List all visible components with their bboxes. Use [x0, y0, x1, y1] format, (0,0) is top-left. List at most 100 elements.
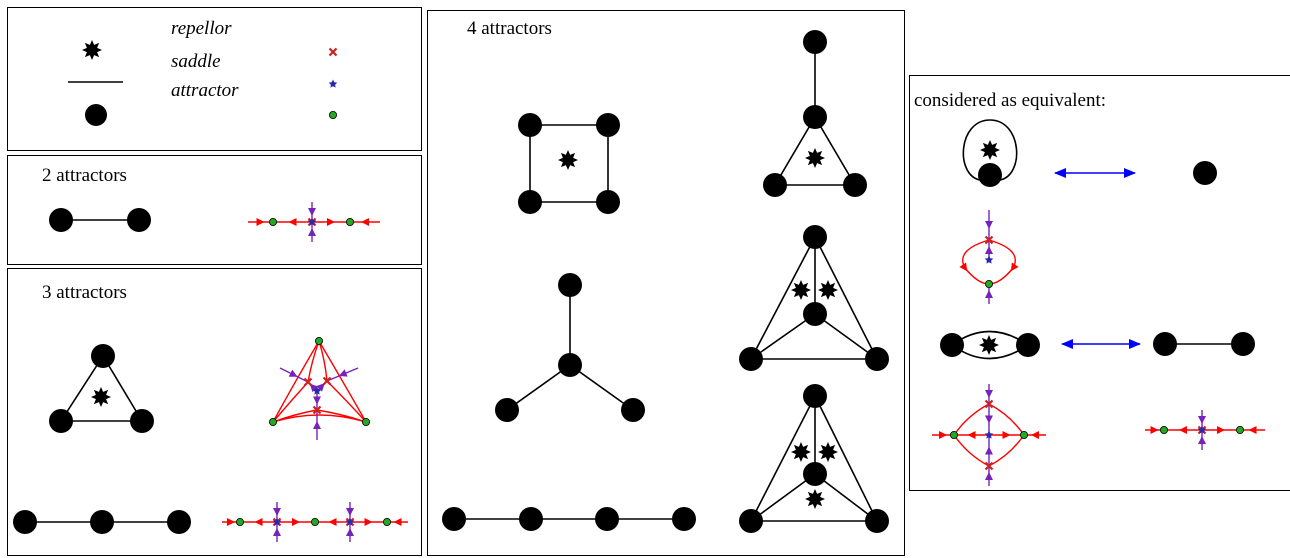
- legend-label-saddle: saddle: [171, 51, 221, 72]
- saddle-marker: [307, 217, 317, 226]
- attractor-node: [91, 344, 115, 368]
- saddle-edge: [569, 364, 634, 411]
- attractor-node: [49, 208, 73, 232]
- attractor-marker: [985, 279, 994, 288]
- attractor-node: [596, 190, 620, 214]
- flow-curve: [272, 414, 367, 423]
- repellor-marker: [322, 376, 332, 386]
- saddle-edge: [506, 364, 571, 411]
- attractor-marker: [1236, 425, 1245, 434]
- attractor-marker: [235, 518, 244, 527]
- attractor-node: [865, 347, 889, 371]
- attractor-node: [803, 462, 827, 486]
- attractor-node: [763, 173, 787, 197]
- attractor-node: [739, 347, 763, 371]
- saddle-marker: [328, 79, 338, 88]
- attractor-node: [518, 190, 542, 214]
- saddle-marker: [984, 430, 994, 439]
- attractor-node: [558, 353, 582, 377]
- repellor-node: [791, 442, 811, 462]
- attractor-marker: [382, 518, 391, 527]
- saddle-marker: [312, 386, 322, 395]
- attractor-node: [595, 507, 619, 531]
- attractor-node: [1016, 333, 1040, 357]
- saddle-edge: [814, 313, 878, 360]
- saddle-edge: [750, 236, 816, 360]
- flow-curve: [988, 403, 1025, 436]
- attractor-marker: [268, 217, 277, 226]
- saddle-marker: [272, 517, 282, 526]
- stable-flow: [279, 367, 309, 383]
- flow-curve: [953, 434, 990, 467]
- four-attractors-title: 4 attractors: [467, 18, 552, 39]
- attractor-marker: [1160, 425, 1169, 434]
- attractor-node: [843, 173, 867, 197]
- repellor-node: [82, 40, 102, 60]
- saddle-edge: [814, 116, 856, 186]
- attractor-node: [803, 30, 827, 54]
- attractor-node: [13, 510, 37, 534]
- attractor-node: [803, 384, 827, 408]
- repellor-marker: [312, 405, 322, 415]
- attractor-marker: [950, 430, 959, 439]
- attractor-node: [978, 163, 1002, 187]
- flow-curve: [272, 340, 320, 423]
- flow-curve: [959, 239, 990, 285]
- attractor-marker: [314, 336, 323, 345]
- saddle-edge: [60, 355, 104, 422]
- repellor-marker: [984, 461, 994, 471]
- attractor-node: [495, 398, 519, 422]
- attractor-marker: [1020, 430, 1029, 439]
- attractor-node: [1153, 332, 1177, 356]
- two-attractors-panel: [7, 155, 422, 265]
- saddle-edge: [774, 116, 816, 186]
- attractor-node: [940, 333, 964, 357]
- attractor-node: [442, 507, 466, 531]
- attractor-node: [130, 409, 154, 433]
- repellor-node: [979, 335, 999, 355]
- attractor-node: [518, 113, 542, 137]
- saddle-edge: [750, 473, 816, 522]
- attractor-node: [167, 510, 191, 534]
- repellor-node: [558, 150, 578, 170]
- saddle-edge: [750, 313, 816, 360]
- repellor-node: [805, 489, 825, 509]
- attractor-node: [672, 507, 696, 531]
- flow-curve: [307, 340, 320, 383]
- repellor-marker: [303, 377, 313, 387]
- repellor-node: [805, 148, 825, 168]
- loop-edge: [962, 119, 1018, 181]
- saddle-marker: [984, 255, 994, 264]
- attractor-node: [865, 509, 889, 533]
- attractor-node: [558, 273, 582, 297]
- equivalence-title: considered as equivalent:: [914, 90, 1107, 111]
- attractor-node: [90, 510, 114, 534]
- four-attractors-panel: [427, 10, 905, 556]
- legend-label-repellor: repellor: [171, 18, 232, 39]
- equivalence-panel: [909, 75, 1290, 491]
- attractor-node: [596, 113, 620, 137]
- attractor-node: [127, 208, 151, 232]
- attractor-node: [621, 398, 645, 422]
- attractor-marker: [310, 518, 319, 527]
- saddle-marker: [1197, 425, 1207, 434]
- stable-flow: [326, 367, 359, 382]
- attractor-node: [739, 509, 763, 533]
- attractor-node: [803, 302, 827, 326]
- repellor-marker: [328, 47, 338, 57]
- attractor-node: [1193, 161, 1217, 185]
- flow-curve: [988, 239, 1019, 285]
- repellor-node: [818, 280, 838, 300]
- repellor-node: [980, 140, 1000, 160]
- legend-label-attractor: attractor: [171, 80, 239, 101]
- two-attractors-title: 2 attractors: [42, 165, 127, 186]
- attractor-node: [1231, 332, 1255, 356]
- attractor-node: [803, 105, 827, 129]
- repellor-node: [91, 387, 111, 407]
- attractor-marker: [345, 217, 354, 226]
- attractor-node: [519, 507, 543, 531]
- flow-curve: [318, 340, 367, 423]
- saddle-edge: [102, 355, 143, 422]
- repellor-marker: [984, 235, 994, 245]
- saddle-edge: [814, 236, 878, 360]
